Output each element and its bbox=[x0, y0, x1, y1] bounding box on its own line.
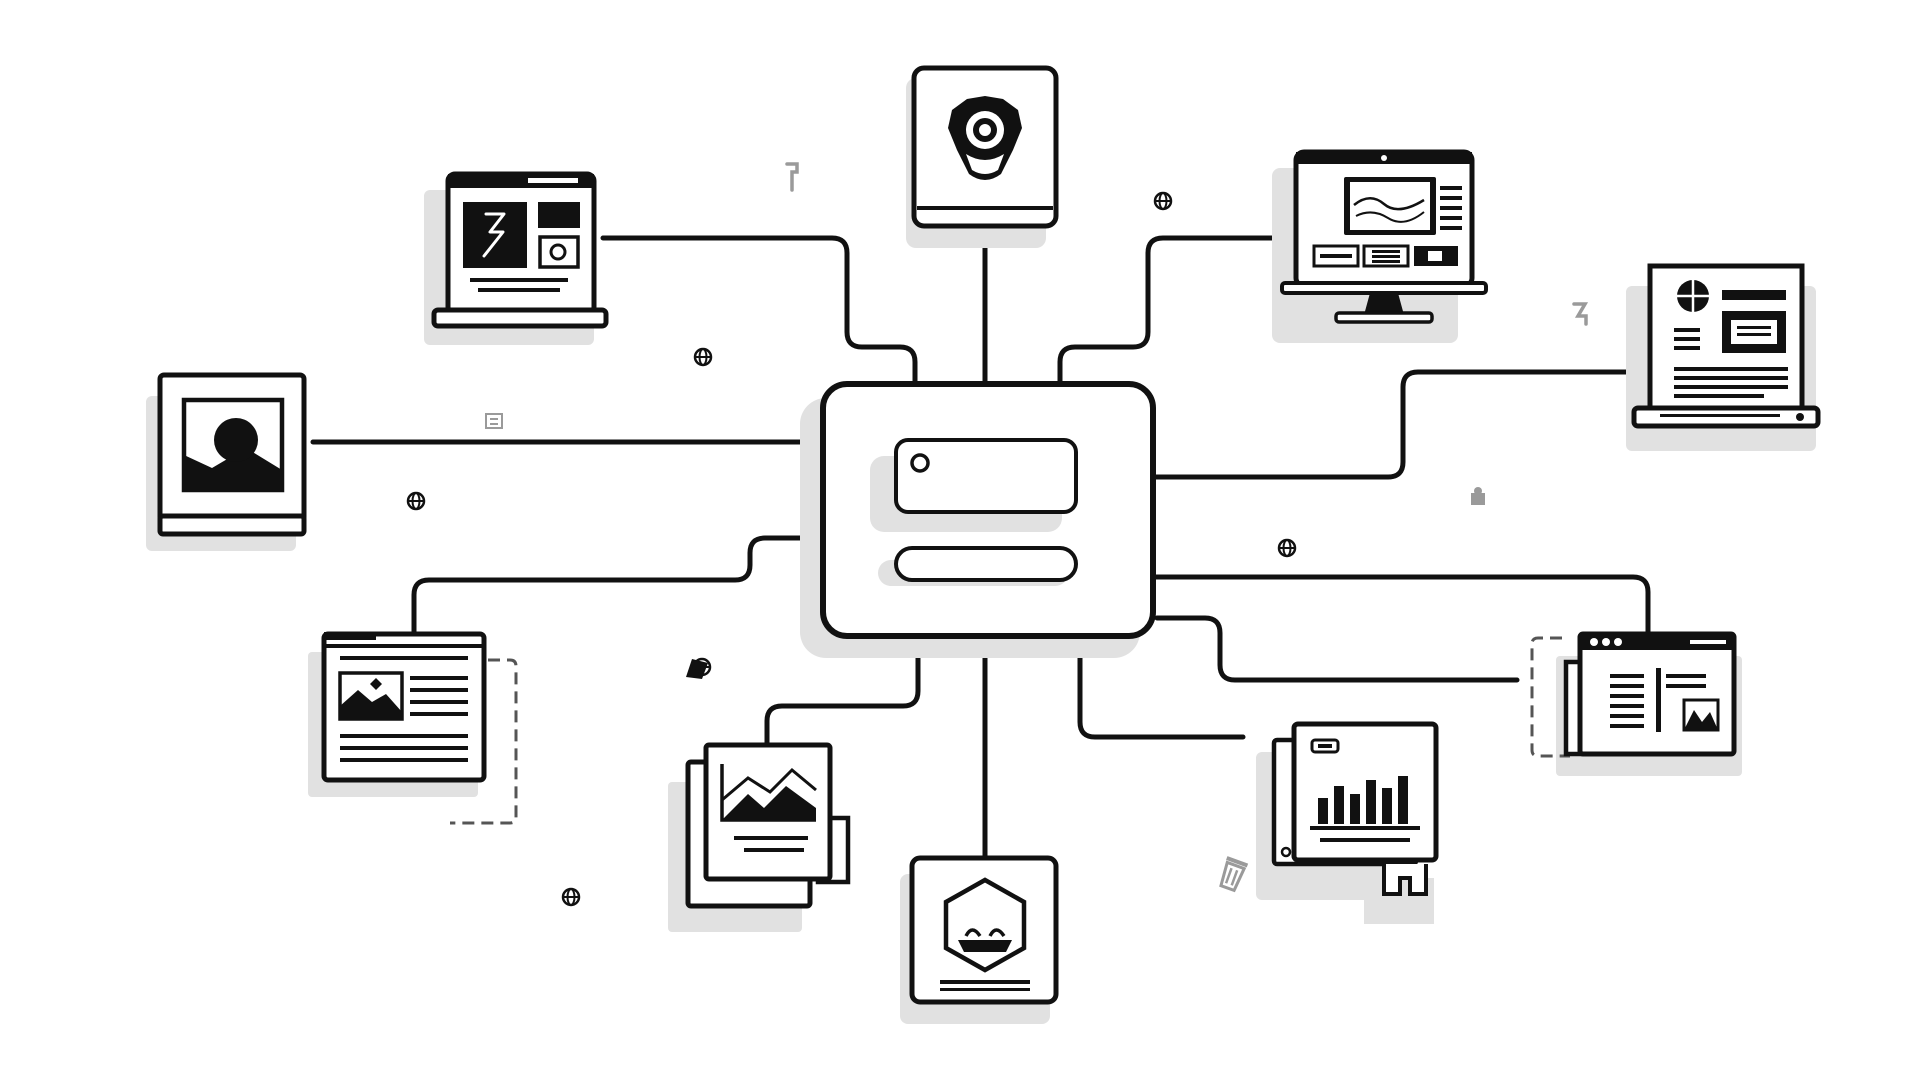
article-image-icon bbox=[338, 656, 468, 762]
globe-icon bbox=[1153, 191, 1173, 211]
globe-document-icon bbox=[1674, 280, 1788, 398]
hub-status-led bbox=[910, 453, 930, 473]
connector-right-document bbox=[1150, 369, 1645, 480]
hub-upper-slot[interactable] bbox=[894, 438, 1078, 514]
bottom-left-photo-stack[interactable] bbox=[668, 742, 851, 932]
globe-icon bbox=[693, 347, 713, 367]
hub-lower-bar[interactable] bbox=[894, 546, 1078, 582]
decorations bbox=[406, 162, 1589, 907]
bottom-right-chart-card[interactable] bbox=[1256, 721, 1439, 924]
network-globe-icon bbox=[686, 657, 712, 679]
bar-chart-icon bbox=[1310, 738, 1420, 842]
hexagon-badge-icon bbox=[940, 877, 1030, 991]
connector-top-right bbox=[1057, 235, 1291, 387]
image-photo-icon bbox=[181, 397, 285, 493]
puzzle-icon bbox=[1471, 487, 1485, 505]
laptop-dashboard-icon bbox=[463, 202, 580, 292]
right-browser-window[interactable] bbox=[1530, 631, 1742, 776]
globe-icon bbox=[406, 491, 426, 511]
browser-window-icon bbox=[1610, 668, 1720, 732]
connector-top-left bbox=[600, 235, 918, 387]
globe-icon bbox=[561, 887, 581, 907]
document-icon bbox=[485, 413, 503, 429]
connector-left-article bbox=[411, 535, 817, 637]
photo-stack-icon bbox=[720, 764, 817, 852]
hand-icon bbox=[785, 162, 799, 192]
connector-bottom-left-photo bbox=[764, 637, 921, 748]
connector-right-browser-upper bbox=[1150, 574, 1651, 637]
right-document-laptop[interactable] bbox=[1626, 263, 1821, 451]
globe-icon bbox=[1277, 538, 1297, 558]
bottom-app-tile[interactable] bbox=[900, 855, 1059, 1024]
central-hub[interactable] bbox=[800, 381, 1156, 658]
connector-bottom-right-chart bbox=[1077, 637, 1246, 740]
hand-icon bbox=[1572, 302, 1589, 326]
connector-lines bbox=[310, 225, 1651, 861]
connector-right-browser-lower bbox=[1154, 615, 1520, 683]
top-left-laptop[interactable] bbox=[424, 171, 609, 345]
desktop-monitor-icon bbox=[1312, 177, 1462, 268]
top-right-desktop[interactable] bbox=[1272, 149, 1488, 343]
trash-icon bbox=[1219, 856, 1249, 893]
left-photo-tile[interactable] bbox=[146, 372, 307, 551]
top-app-tile[interactable] bbox=[906, 65, 1059, 248]
shield-camera-icon bbox=[948, 96, 1022, 180]
left-article-card[interactable] bbox=[308, 631, 518, 825]
